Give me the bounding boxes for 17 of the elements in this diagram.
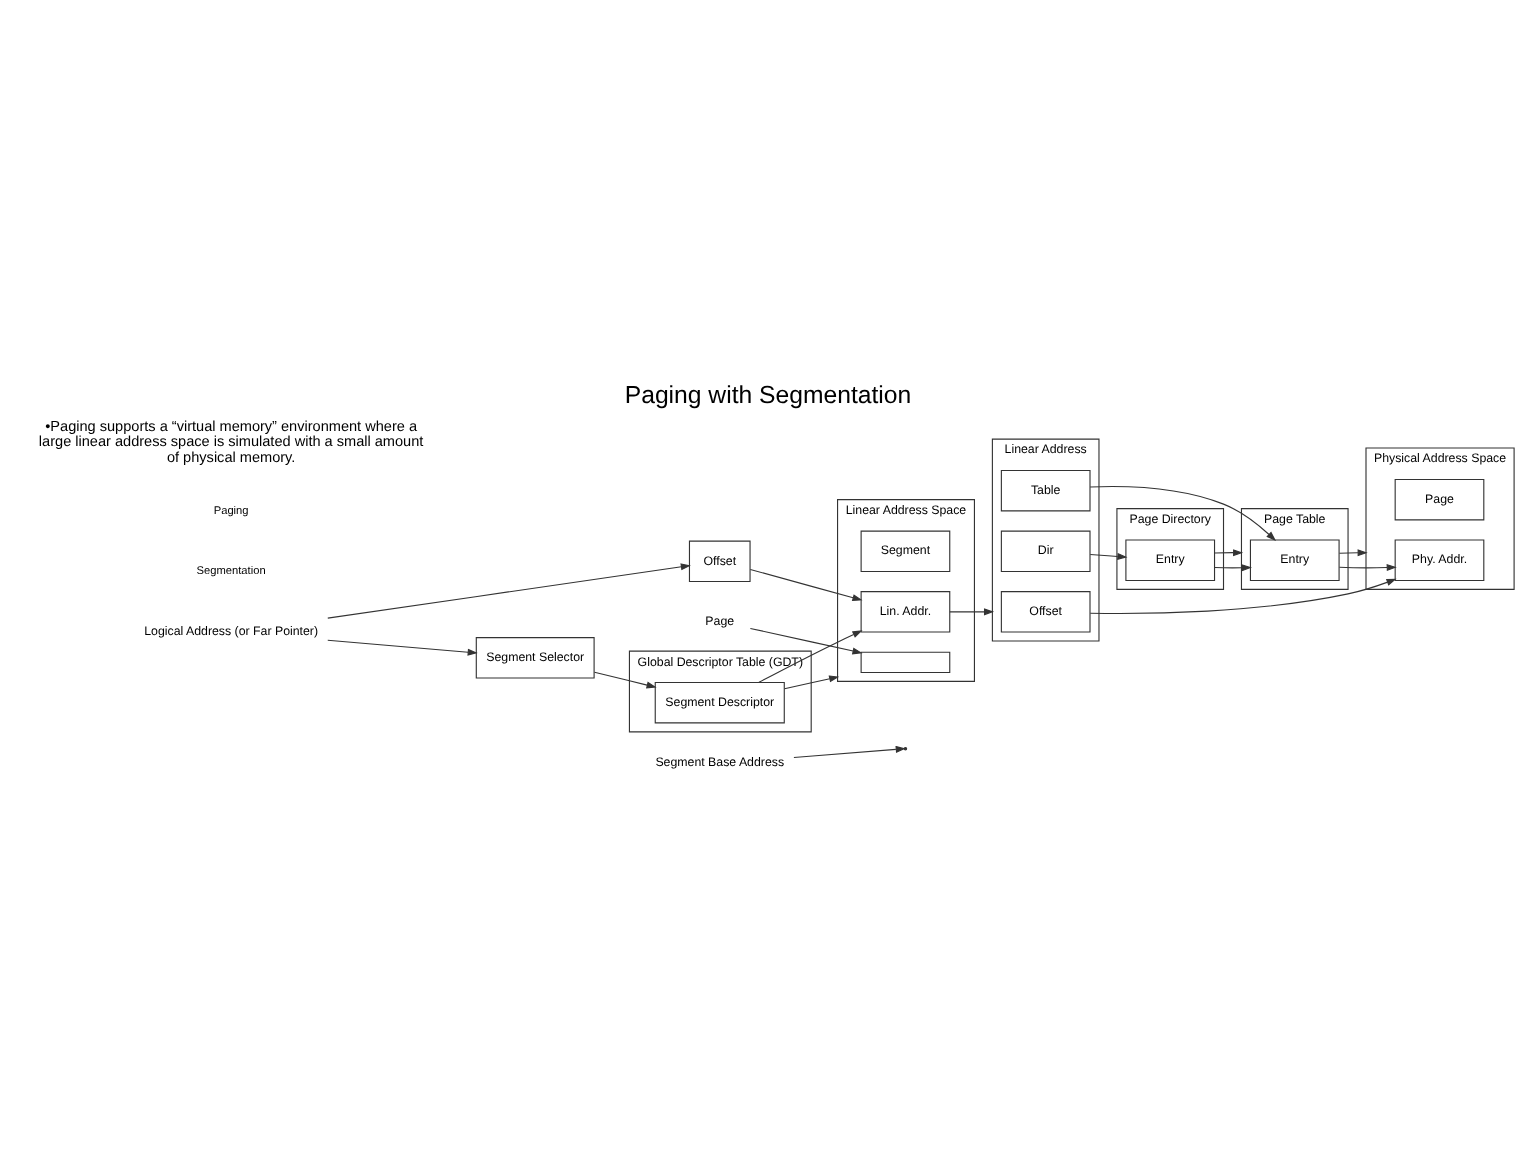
node-box (860, 651, 951, 673)
arrow (1089, 578, 1397, 615)
arrow (1338, 564, 1397, 572)
arrow (593, 671, 657, 689)
arrow (783, 675, 840, 690)
arrow (758, 630, 863, 683)
arrow (1338, 549, 1368, 557)
arrow (327, 563, 691, 619)
diagram-title: Paging with Segmentation (624, 380, 912, 409)
arrow (327, 639, 478, 656)
arrow (1214, 549, 1244, 557)
arrow (949, 608, 995, 616)
arrow (749, 627, 863, 655)
arrow (749, 568, 863, 602)
arrow (1089, 486, 1277, 542)
arrow (1089, 552, 1128, 560)
arrow (1214, 564, 1252, 572)
